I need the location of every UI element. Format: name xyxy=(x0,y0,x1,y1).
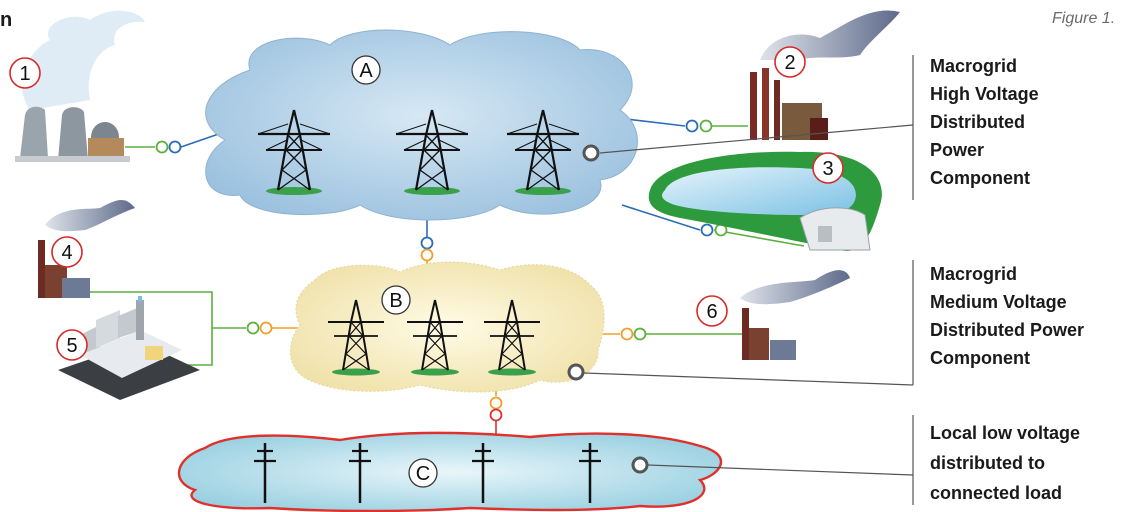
small-plant-icon xyxy=(740,270,850,360)
industrial-plant-icon xyxy=(750,10,900,140)
source-1-number: 1 xyxy=(19,63,30,85)
callout-line: Component xyxy=(930,168,1030,188)
callout-line: High Voltage xyxy=(930,84,1039,104)
cropped-heading-fragment: n xyxy=(0,9,13,31)
link-source-3-grid xyxy=(621,204,701,231)
cloud-c-label: C xyxy=(416,463,430,485)
figure-caption: Figure 1. xyxy=(1052,10,1116,27)
ring-orange xyxy=(489,396,503,410)
low-voltage-grid-cloud xyxy=(177,431,723,512)
cloud-a-towers xyxy=(256,108,581,195)
callout-line: Component xyxy=(930,348,1030,368)
small-plant-icon xyxy=(38,200,135,298)
source-badges: 1 2 3 4 5 6 xyxy=(9,46,844,361)
source-3-badge: 3 xyxy=(812,152,844,184)
ring-blue xyxy=(685,119,699,133)
callout-leaders xyxy=(583,55,914,505)
callout-line: Local low voltage xyxy=(930,423,1081,443)
medium-voltage-grid-cloud xyxy=(289,261,605,393)
ring-orange xyxy=(259,321,273,335)
ring-blue xyxy=(700,223,714,237)
medium-voltage-anchor xyxy=(567,363,585,381)
ring-orange xyxy=(620,327,634,341)
ring-orange xyxy=(420,248,434,262)
ring-red xyxy=(489,408,503,422)
callout-line: distributed to xyxy=(930,453,1045,473)
high-voltage-anchor xyxy=(582,144,600,162)
link-source-3 xyxy=(713,229,805,247)
callout-line: Distributed xyxy=(930,112,1026,132)
source-5-number: 5 xyxy=(66,335,77,357)
callout-line: Distributed Power xyxy=(930,320,1085,340)
cloud-b-towers xyxy=(327,299,541,376)
cloud-a-badge: A xyxy=(351,55,381,85)
source-1-badge: 1 xyxy=(9,57,41,89)
low-voltage-anchor xyxy=(631,456,649,474)
callout-line: Macrogrid xyxy=(930,56,1018,76)
ring-green xyxy=(155,140,169,154)
connection-rings xyxy=(155,119,728,422)
source-4-badge: 4 xyxy=(51,236,83,268)
callout-line: Power xyxy=(930,140,985,160)
high-voltage-callout: Macrogrid High Voltage Distributed Power… xyxy=(930,52,1039,192)
source-2-badge: 2 xyxy=(774,46,806,78)
source-2-number: 2 xyxy=(784,52,795,74)
callout-line: connected load xyxy=(930,483,1063,503)
callout-anchors xyxy=(567,144,649,474)
source-5-badge: 5 xyxy=(56,329,88,361)
cloud-b-badge: B xyxy=(381,285,411,315)
callout-line: Macrogrid xyxy=(930,264,1018,284)
link-source-4-5 xyxy=(90,291,246,366)
ring-blue xyxy=(168,140,182,154)
nuclear-cooling-towers-icon xyxy=(15,10,145,162)
hydro-dam-icon xyxy=(648,151,882,251)
ring-green xyxy=(246,321,260,335)
source-3-number: 3 xyxy=(822,158,833,180)
low-voltage-callout: Local low voltage distributed to connect… xyxy=(930,418,1080,508)
cloud-a-label: A xyxy=(359,60,373,82)
cloud-c-badge: C xyxy=(408,458,438,488)
source-6-badge: 6 xyxy=(696,295,728,327)
ring-blue xyxy=(420,236,434,250)
factory-icon xyxy=(58,296,200,400)
callout-line: Medium Voltage xyxy=(930,292,1067,312)
source-6-number: 6 xyxy=(706,301,717,323)
ring-green xyxy=(699,119,713,133)
source-4-number: 4 xyxy=(61,242,72,264)
cloud-b-label: B xyxy=(389,290,402,312)
ring-green xyxy=(633,327,647,341)
medium-voltage-callout: Macrogrid Medium Voltage Distributed Pow… xyxy=(930,260,1084,372)
